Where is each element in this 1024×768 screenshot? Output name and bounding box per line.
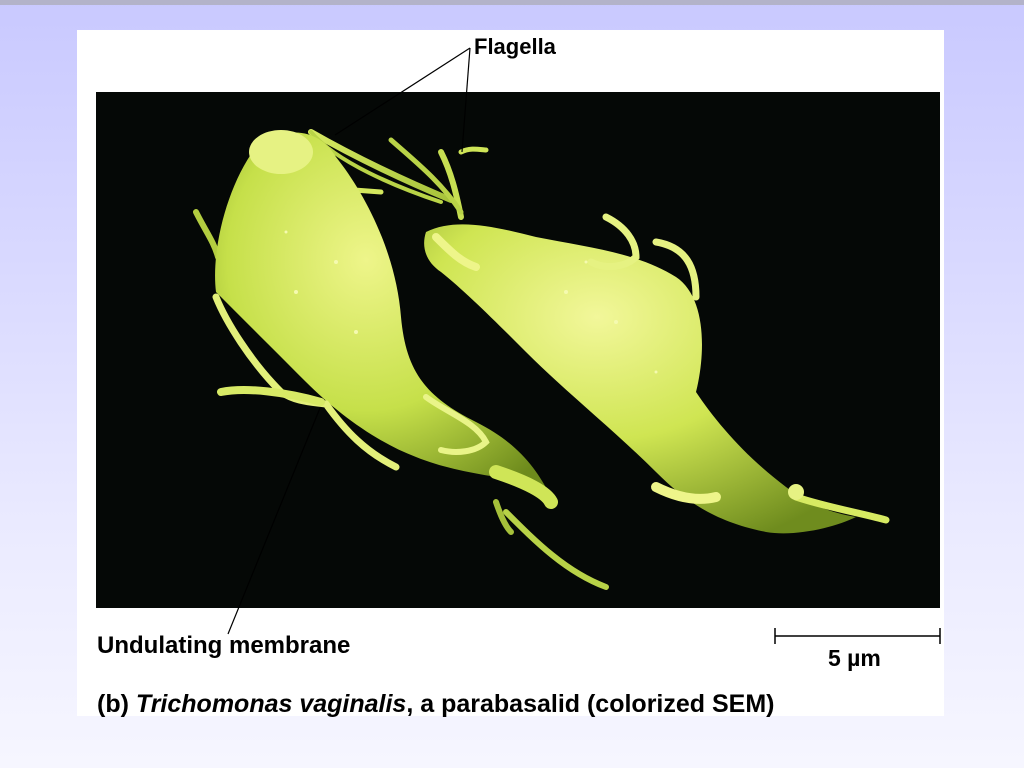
- caption-species-name: Trichomonas vaginalis: [135, 690, 407, 718]
- sem-micrograph: [96, 92, 940, 608]
- right-organism: [388, 137, 890, 534]
- scale-bar-label: 5 µm: [828, 645, 881, 671]
- undulating-membrane-label: Undulating membrane: [97, 632, 351, 659]
- flagella-label: Flagella: [474, 34, 556, 59]
- trichomonas-image: [193, 129, 890, 590]
- slide-top-border: [0, 0, 1024, 5]
- left-organism: [193, 129, 609, 590]
- figure-caption: (b) Trichomonas vaginalis, a parabasalid…: [97, 690, 775, 719]
- caption-description: , a parabasalid (colorized SEM): [406, 690, 775, 718]
- caption-part-label: (b): [97, 690, 129, 718]
